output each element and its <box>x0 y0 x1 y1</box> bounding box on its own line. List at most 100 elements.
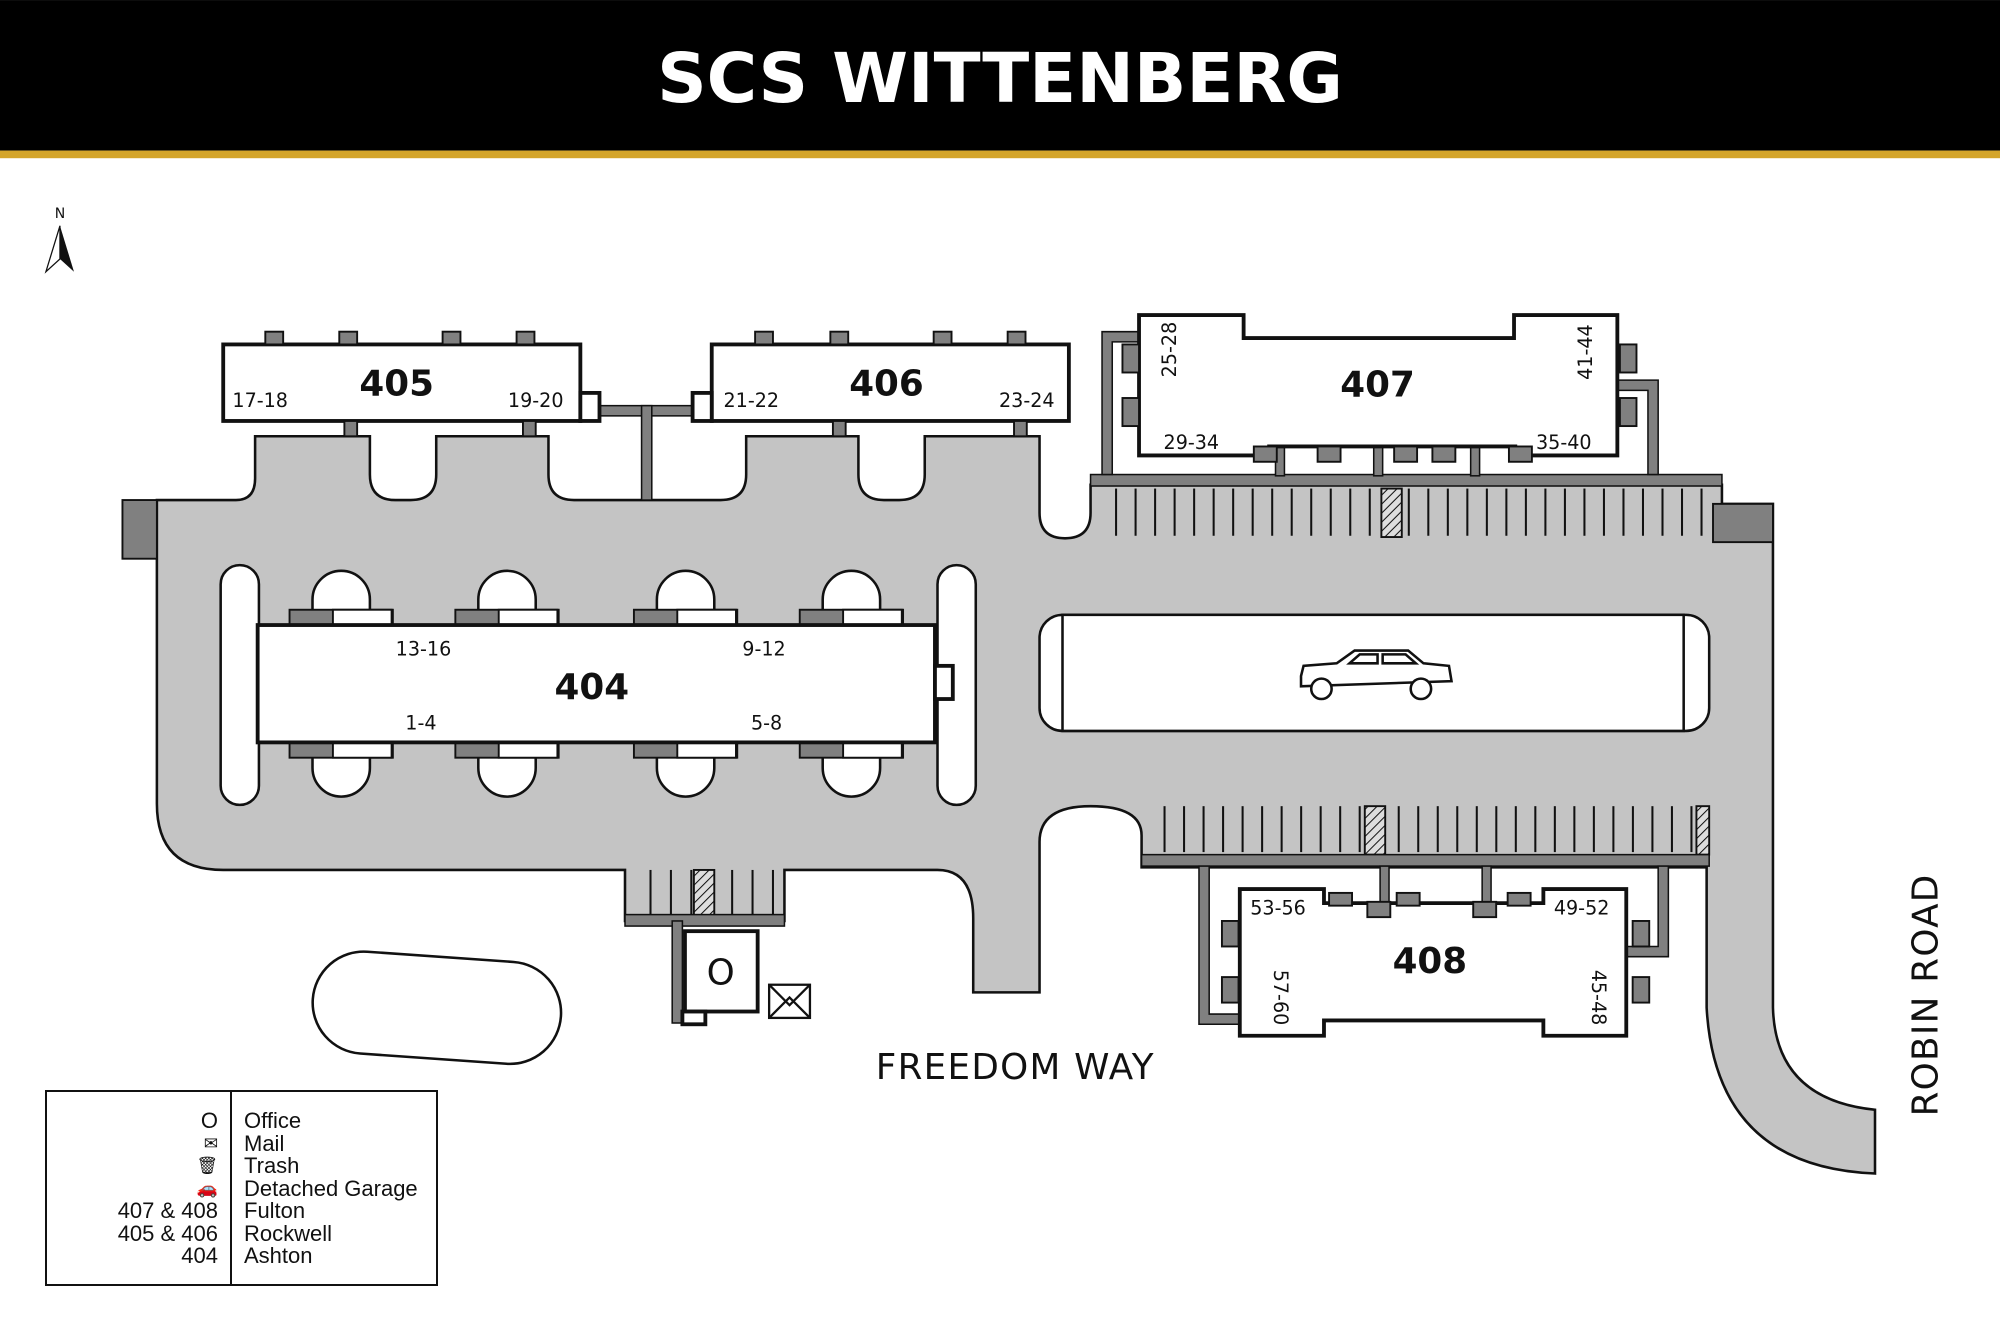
building-405-entry <box>578 390 602 423</box>
patio <box>1618 343 1638 374</box>
legend-row: O Office <box>47 1110 436 1133</box>
road-end-marker <box>121 499 158 560</box>
unit-label: 57-60 <box>1269 970 1292 1026</box>
legend-value: Detached Garage <box>244 1175 418 1201</box>
building-405 <box>221 342 583 423</box>
legend-key: 407 & 408 <box>117 1198 218 1223</box>
legend-key: O <box>200 1108 218 1133</box>
street-label-robin-road: ROBIN ROAD <box>1906 873 1947 1116</box>
patio <box>1618 397 1638 428</box>
patio <box>1316 445 1342 463</box>
unit-label: 5-8 <box>751 712 782 735</box>
patio <box>264 330 285 346</box>
patio <box>1013 420 1028 438</box>
patio <box>932 330 953 346</box>
unit-label: 41-44 <box>1574 324 1597 380</box>
legend-key: 404 <box>181 1243 218 1268</box>
legend-key: 405 & 406 <box>117 1220 218 1246</box>
building-404-number: 404 <box>555 667 630 708</box>
patio <box>829 330 850 346</box>
patio <box>1252 445 1278 463</box>
trash-enclosure <box>1363 805 1387 856</box>
patio <box>522 420 537 438</box>
trash-enclosure <box>1695 805 1711 856</box>
patio <box>515 330 536 346</box>
patio <box>343 420 359 438</box>
unit-label: 13-16 <box>396 638 452 661</box>
car-icon <box>1299 649 1454 701</box>
unit-label: 9-12 <box>742 638 785 661</box>
walkway <box>1140 853 1710 867</box>
trash-enclosure <box>692 868 716 920</box>
header-accent-line <box>0 150 2000 159</box>
building-408 <box>1237 887 1629 1038</box>
unit-label: 45-48 <box>1587 970 1610 1026</box>
trash-icon: 🗑 <box>196 1156 218 1176</box>
legend-value: Trash <box>244 1153 300 1178</box>
patio <box>441 330 462 346</box>
building-408-number: 408 <box>1393 941 1468 982</box>
walkway <box>1089 473 1723 487</box>
unit-label: 23-24 <box>999 389 1055 412</box>
car-icon: 🚗 <box>196 1178 218 1199</box>
legend-value: Office <box>244 1108 302 1133</box>
patio <box>1507 445 1533 463</box>
patio <box>1121 397 1140 428</box>
unit-label: 35-40 <box>1536 431 1592 454</box>
trash-enclosure <box>1380 487 1403 538</box>
unit-label: 21-22 <box>723 389 779 412</box>
legend-row: 🚗 Detached Garage <box>47 1175 436 1201</box>
patio <box>1431 445 1457 463</box>
legend-row: 405 & 406 Rockwell <box>47 1220 436 1246</box>
walkway <box>640 404 653 501</box>
patio <box>831 420 847 438</box>
walkway <box>1379 865 1390 908</box>
walkway <box>1481 865 1492 908</box>
building-406-entry <box>690 390 714 423</box>
patio <box>1395 891 1421 907</box>
patio <box>1006 330 1027 346</box>
unit-label: 1-4 <box>405 712 436 735</box>
unit-label: 25-28 <box>1158 322 1181 378</box>
legend-row: ✉ Mail <box>47 1130 436 1156</box>
patio <box>1121 343 1140 374</box>
patio <box>1472 900 1498 919</box>
legend-value: Fulton <box>244 1198 306 1223</box>
patio <box>1393 445 1419 463</box>
legend-row: 407 & 408 Fulton <box>47 1200 436 1223</box>
patio <box>1366 900 1392 919</box>
unit-label: 19-20 <box>508 389 564 412</box>
walkway <box>624 913 786 927</box>
street-label-freedom-way: FREEDOM WAY <box>876 1047 1155 1088</box>
road-end-marker <box>1712 502 1774 544</box>
patio <box>1220 976 1240 1004</box>
header-bar <box>0 0 2000 151</box>
building-404 <box>255 623 937 745</box>
legend-row: 404 Ashton <box>47 1245 436 1268</box>
mail-icon: ✉ <box>203 1133 218 1154</box>
building-405-number: 405 <box>359 363 434 404</box>
unit-label: 29-34 <box>1164 431 1220 454</box>
unit-label: 17-18 <box>232 389 288 412</box>
unit-label: 53-56 <box>1250 897 1306 920</box>
patio <box>1328 891 1353 907</box>
pool <box>311 950 563 1066</box>
office-symbol: O <box>707 953 735 994</box>
patio <box>338 330 359 346</box>
office-entry <box>680 1009 708 1027</box>
patio <box>1220 920 1240 948</box>
legend-value: Ashton <box>244 1243 313 1268</box>
landscape-island <box>219 563 261 807</box>
office-building[interactable] <box>683 929 760 1014</box>
legend-value: Rockwell <box>244 1220 333 1246</box>
patio <box>1506 891 1532 907</box>
walkway <box>671 920 684 1024</box>
patios <box>264 330 1651 1004</box>
mail-icon[interactable] <box>767 983 812 1020</box>
legend-value: Mail <box>244 1130 285 1156</box>
patio <box>754 330 774 346</box>
legend-row: 🗑 Trash <box>47 1155 436 1178</box>
walkway <box>1616 379 1659 476</box>
